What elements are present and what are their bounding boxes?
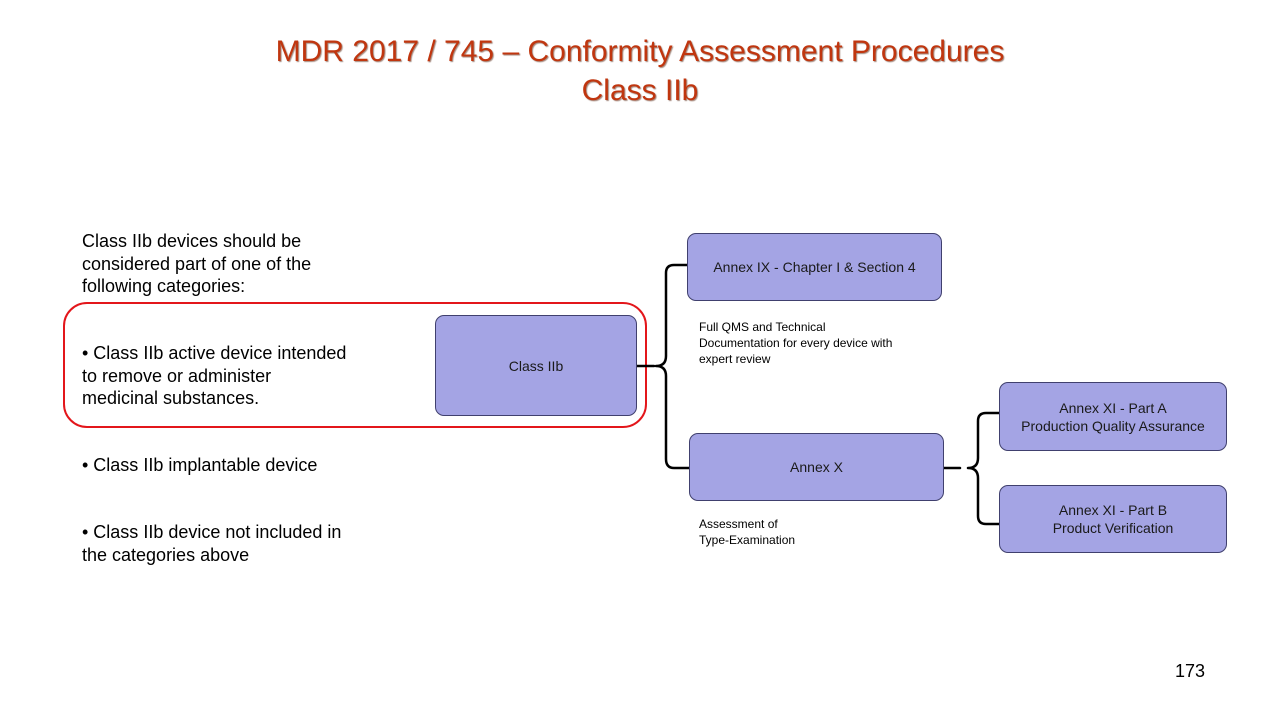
intro-line: considered part of one of the bbox=[82, 253, 312, 274]
node-label: Annex X bbox=[790, 459, 843, 475]
node-annex-x: Annex X bbox=[689, 433, 944, 501]
node-annex-xi-part-b: Annex XI - Part B Product Verification bbox=[999, 485, 1227, 553]
intro-line: Class IIb devices should be bbox=[82, 231, 302, 251]
connector-bracket-right bbox=[966, 411, 1001, 526]
bullet-active-device: • Class IIb active device intended to re… bbox=[82, 342, 346, 410]
note-line: Type-Examination bbox=[699, 533, 796, 547]
connector-bracket-left bbox=[654, 263, 691, 470]
node-label: Annex XI - Part B bbox=[1058, 502, 1168, 518]
bullet-line: • Class IIb device not included in bbox=[82, 522, 342, 542]
note-line: Full QMS and Technical bbox=[699, 320, 826, 334]
node-label: Product Verification bbox=[1052, 520, 1174, 536]
bullet-line: to remove or administer bbox=[82, 365, 272, 386]
node-annex-ix: Annex IX - Chapter I & Section 4 bbox=[687, 233, 942, 301]
node-class-iib: Class IIb bbox=[435, 315, 637, 416]
slide-subtitle: Class IIb bbox=[581, 74, 699, 107]
note-line: expert review bbox=[699, 352, 771, 366]
node-label: Class IIb bbox=[508, 357, 564, 374]
note-line: Documentation for every device with bbox=[699, 336, 893, 350]
bullet-line: medicinal substances. bbox=[82, 388, 260, 408]
slide-title: MDR 2017 / 745 – Conformity Assessment P… bbox=[275, 35, 1005, 68]
node-annex-xi-part-a: Annex XI - Part A Production Quality Ass… bbox=[999, 382, 1227, 451]
bullet-line: the categories above bbox=[82, 544, 250, 565]
node-label: Annex IX - Chapter I & Section 4 bbox=[713, 259, 916, 275]
intro-text: Class IIb devices should be considered p… bbox=[82, 230, 311, 298]
bullet-line: • Class IIb active device intended bbox=[82, 343, 347, 363]
annex-x-note: Assessment of Type-Examination bbox=[699, 516, 795, 548]
bullet-other-device: • Class IIb device not included in the c… bbox=[82, 521, 341, 566]
annex-ix-note: Full QMS and Technical Documentation for… bbox=[699, 319, 892, 367]
intro-line: following categories: bbox=[82, 276, 246, 296]
node-label: Annex XI - Part A bbox=[1059, 399, 1167, 416]
node-label: Production Quality Assurance bbox=[1021, 417, 1205, 434]
bullet-line: • Class IIb implantable device bbox=[82, 455, 318, 475]
note-line: Assessment of bbox=[699, 517, 778, 531]
page-number: 173 bbox=[1174, 661, 1206, 681]
bullet-implantable-device: • Class IIb implantable device bbox=[82, 454, 317, 477]
